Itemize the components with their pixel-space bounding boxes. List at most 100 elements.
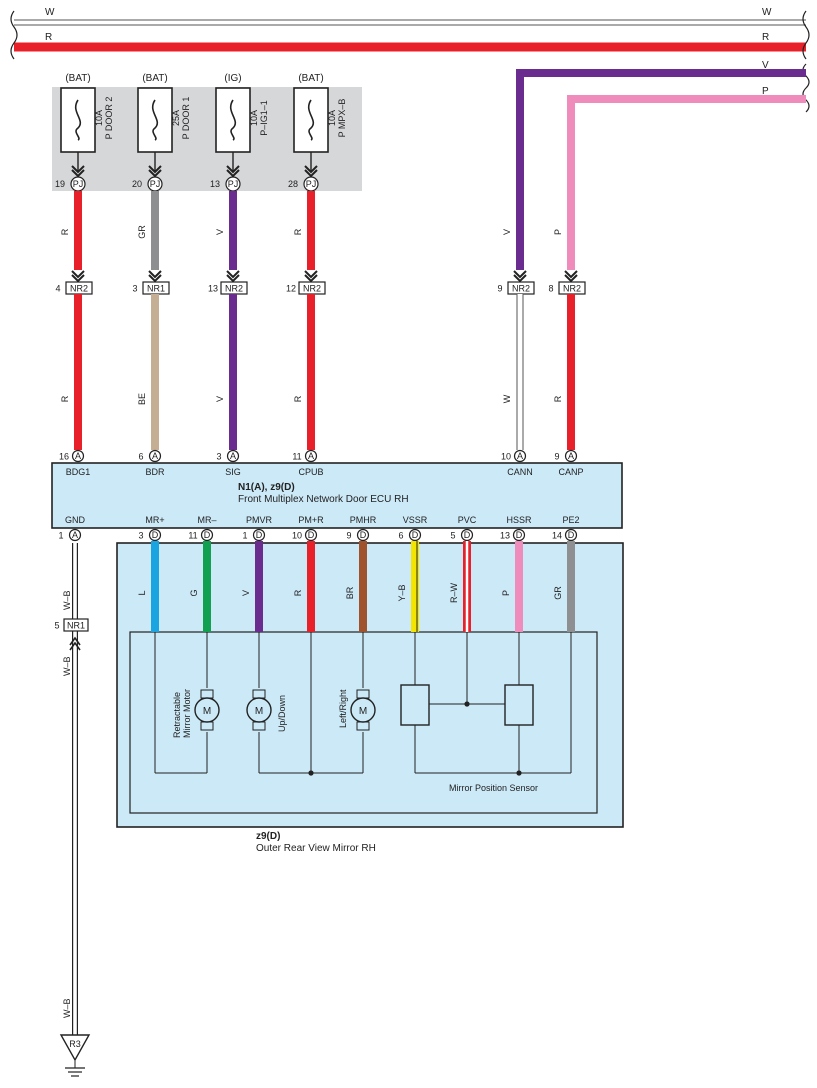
ecu-top-pin-number: 9 — [554, 452, 559, 462]
fuse-source: (BAT) — [142, 73, 167, 84]
circuit-dots — [308, 701, 522, 776]
ecu-top-pin-5-conn: A — [517, 451, 523, 461]
upper-wire-code-1: R — [60, 228, 70, 235]
ecu-bottom-pin-number: 6 — [398, 531, 403, 541]
ecu-bottom-pin-signal: PE2 — [562, 515, 579, 525]
bus-label-v: V — [762, 60, 769, 71]
fuse-name: P–IG1–1 — [259, 100, 269, 136]
junction-pin: 4 — [55, 284, 60, 294]
ecu-bottom-pin-3-conn: D — [204, 530, 211, 540]
ecu-bottom-pin-number: 1 — [58, 531, 63, 541]
ecu-bottom-pin-5-conn: D — [308, 530, 315, 540]
ecu-bottom-pin-group: GNDA1MR+D3MR–D11PMVRD1PM+RD10PMHRD9VSSRD… — [58, 515, 580, 542]
ecu-bottom-pin-signal: PMVR — [246, 515, 273, 525]
ecu-top-pin-4-conn: A — [308, 451, 314, 461]
fuse-connector-2: PJ — [147, 176, 163, 192]
lower-wire-code-6: R — [553, 395, 563, 402]
fuse-connector-2-conn: PJ — [150, 179, 161, 189]
ecu-bottom-pin-1-conn: A — [72, 530, 78, 540]
motor-symbol-3: M — [359, 706, 367, 717]
fuse-connector-3: PJ — [225, 176, 241, 192]
fuse-rating: 10A — [327, 110, 337, 126]
ecu-bottom-pin-3: D — [200, 528, 214, 542]
bus-label-r-right: R — [762, 32, 769, 43]
ecu-bottom-pin-signal: VSSR — [403, 515, 428, 525]
junction-pin: 8 — [548, 284, 553, 294]
fuse-name: P DOOR 1 — [181, 97, 191, 140]
ecu-bottom-pin-number: 10 — [292, 531, 302, 541]
ecu-bottom-pin-7: D — [408, 528, 422, 542]
lower-wire-code-2: BE — [137, 393, 147, 405]
fuse-name: P MPX–B — [337, 99, 347, 138]
bus-label-p: P — [762, 86, 769, 97]
ecu-bottom-pin-number: 3 — [138, 531, 143, 541]
fuse-connector-3-conn: PJ — [228, 179, 239, 189]
lower-wire-code-1: R — [60, 395, 70, 402]
ecu-top-pin-3-conn: A — [230, 451, 236, 461]
mirror-outer-box — [116, 542, 624, 828]
ecu-top-pin-4: A — [304, 449, 318, 463]
ecu-top-pin-signal: SIG — [225, 467, 241, 477]
ecu-bottom-pin-2-conn: D — [152, 530, 159, 540]
ground-point-symbol: R3 — [59, 1034, 91, 1077]
ecu-title: N1(A), z9(D) — [238, 482, 295, 493]
ecu-bottom-pin-2: D — [148, 528, 162, 542]
bus-label-w-left: W — [45, 7, 55, 18]
fuse-pin: 19 — [55, 179, 65, 189]
ecu-bottom-pin-4-conn: D — [256, 530, 263, 540]
motor2-label: Up/Down — [277, 695, 287, 732]
mirror-wire-code-3: V — [241, 590, 251, 596]
junction-pin: 3 — [132, 284, 137, 294]
ecu-bottom-pin-7-conn: D — [412, 530, 419, 540]
bus-label-r-left: R — [45, 32, 52, 43]
ecu-top-pin-signal: CPUB — [298, 467, 323, 477]
ecu-top-pin-5: A — [513, 449, 527, 463]
ecu-top-pin-6: A — [564, 449, 578, 463]
upper-wire-code-3: V — [215, 229, 225, 235]
bus-label-w-right: W — [762, 7, 772, 18]
mirror-wire-code-6: Y–B — [397, 584, 407, 601]
ecu-bottom-pin-number: 5 — [450, 531, 455, 541]
junction-conn: NR1 — [147, 284, 165, 294]
mirror-wire-code-5: BR — [345, 586, 355, 599]
fuse-source: (BAT) — [298, 73, 323, 84]
ecu-top-pin-signal: BDR — [145, 467, 165, 477]
lower-wire-code-3: V — [215, 396, 225, 402]
ecu-bottom-pin-8: D — [460, 528, 474, 542]
ecu-top-pin-signal: CANP — [558, 467, 583, 477]
upper-wire-code-2: GR — [137, 225, 147, 239]
fuse-source: (BAT) — [65, 73, 90, 84]
ecu-bottom-pin-1: A — [68, 528, 82, 542]
lower-wire-code-4: R — [293, 395, 303, 402]
ecu-bottom-pin-4: D — [252, 528, 266, 542]
motor1-label-line1: Retractable — [172, 692, 182, 738]
ecu-bottom-pin-9: D — [512, 528, 526, 542]
mirror-wire-code-2: G — [189, 589, 199, 596]
ecu-bottom-pin-signal: HSSR — [506, 515, 532, 525]
junction-pin: 9 — [497, 284, 502, 294]
ecu-bottom-pin-8-conn: D — [464, 530, 471, 540]
ecu-top-pin-1-conn: A — [75, 451, 81, 461]
ecu-bottom-pin-signal: PM+R — [298, 515, 324, 525]
fuse-pin: 20 — [132, 179, 142, 189]
ecu-top-pin-number: 11 — [292, 452, 301, 462]
mirror-wire-code-4: R — [293, 589, 303, 596]
ecu-bottom-pin-signal: MR– — [197, 515, 216, 525]
lower-wire-code-5: W — [502, 394, 512, 403]
up-down-motor: M — [246, 689, 272, 731]
can-feed-lines — [516, 69, 806, 270]
ecu-top-pin-3: A — [226, 449, 240, 463]
ecu-box — [51, 462, 623, 529]
left-right-motor: M — [350, 689, 376, 731]
junction-2: NR1 3 — [132, 270, 170, 295]
mirror-title: z9(D) — [256, 831, 280, 842]
ecu-top-pin-2: A — [148, 449, 162, 463]
